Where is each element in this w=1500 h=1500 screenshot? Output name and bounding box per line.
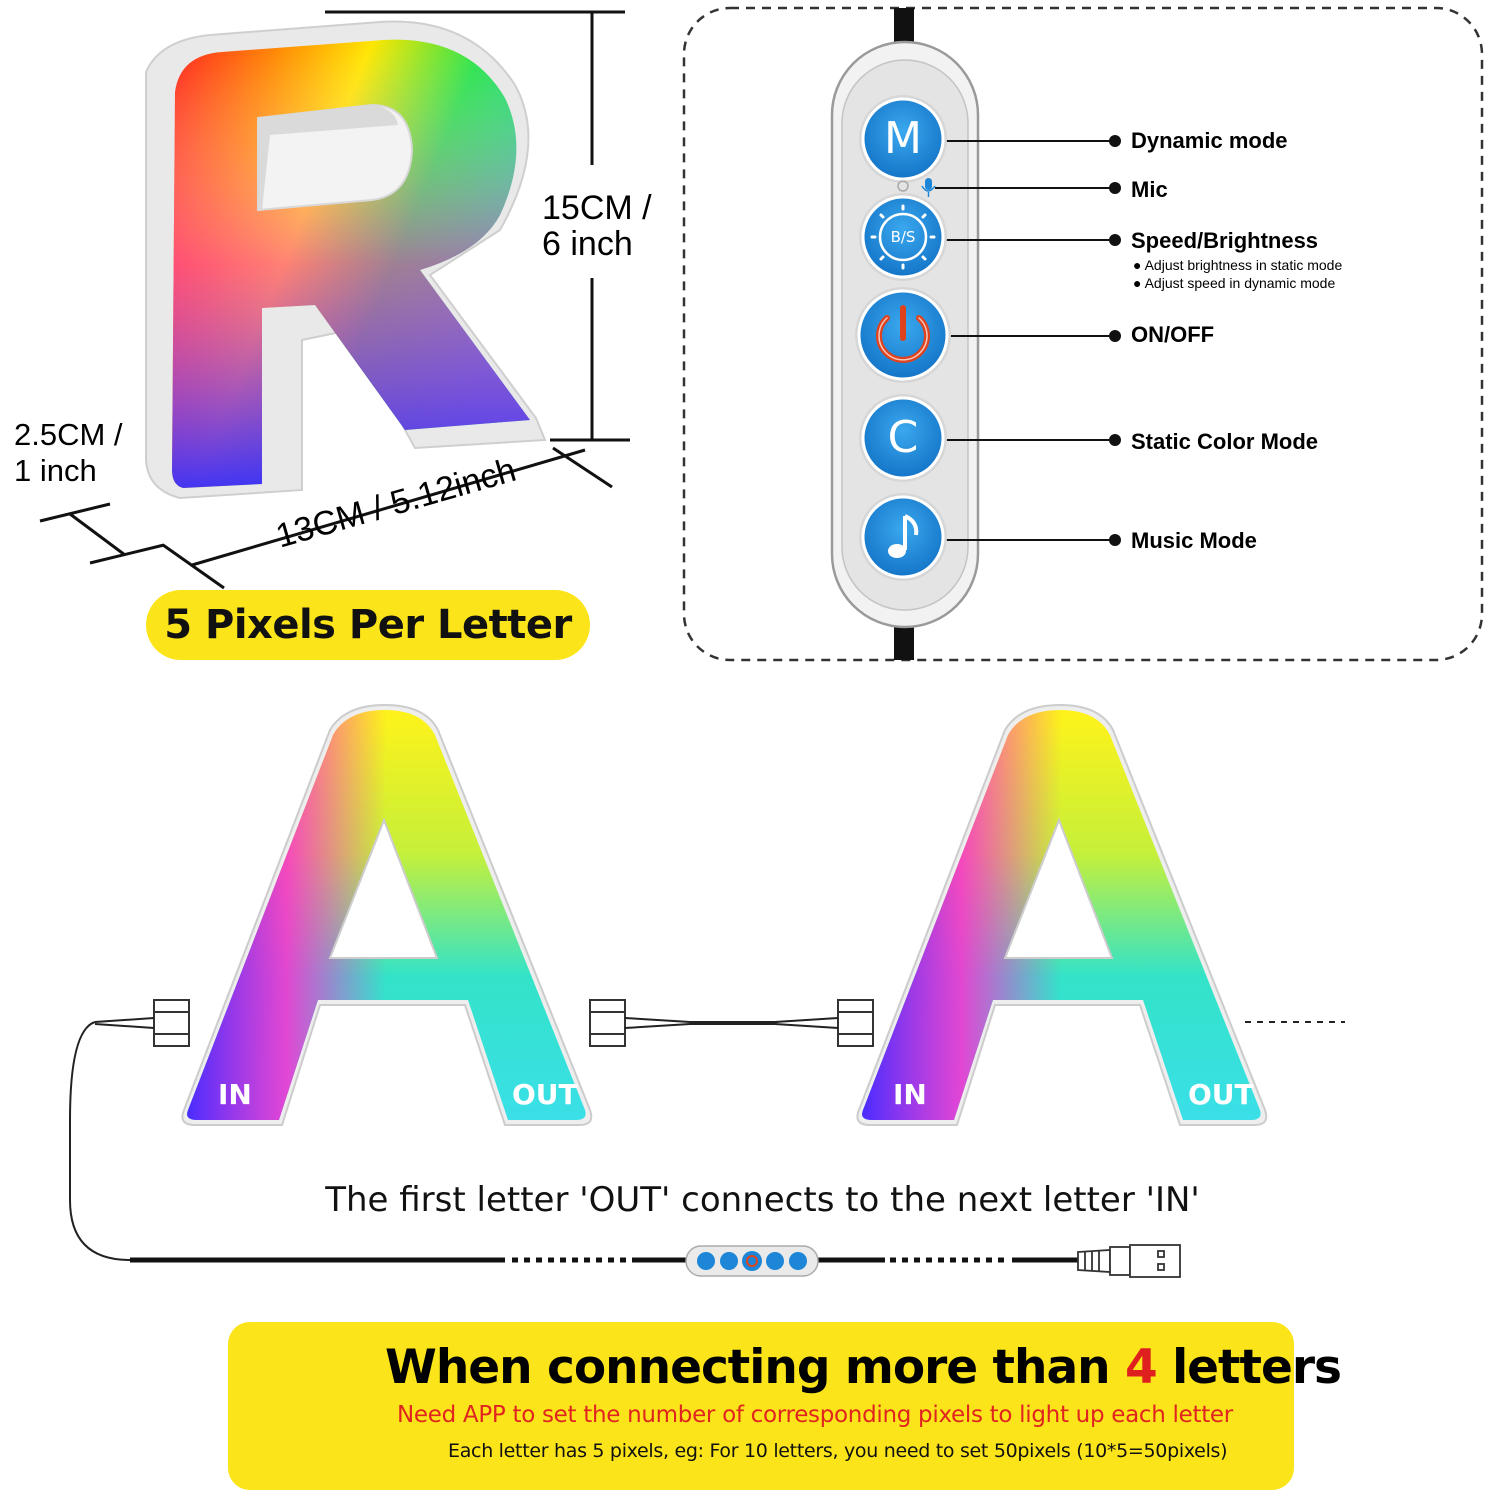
warning-title: When connecting more than 4 letters (385, 1340, 1342, 1395)
bs-button-glyph: B/S (890, 228, 916, 246)
mic-icon (921, 178, 936, 197)
m-button-glyph: M (884, 113, 922, 164)
out-label-right: OUT (1188, 1078, 1254, 1111)
warning-box (228, 1322, 1294, 1490)
c-button-glyph: C (887, 412, 919, 463)
warning-title-post: letters (1156, 1340, 1342, 1395)
label-mic: Mic (1131, 177, 1168, 202)
height-line2: 6 inch (542, 225, 633, 263)
c-button-graphic (859, 394, 947, 482)
m-button-graphic (859, 95, 947, 183)
bs-button-graphic (859, 193, 947, 281)
music-button-graphic (859, 493, 947, 581)
mini-controller (685, 1245, 819, 1277)
letter-a-right-graphic (856, 703, 1268, 1126)
connector-middle-out (589, 999, 626, 1047)
dimension-lines (39, 10, 630, 590)
letter-r-graphic (145, 20, 547, 500)
label-on-off: ON/OFF (1131, 322, 1215, 347)
warning-subtitle: Need APP to set the number of correspond… (397, 1402, 1233, 1428)
controller-frame (682, 6, 1484, 662)
connector-left (153, 999, 190, 1047)
height-dimension-label: 15CM / 6 inch (542, 190, 652, 262)
depth-dimension-label: 2.5CM / 1 inch (14, 417, 123, 489)
label-speed-brightness: Speed/Brightness (1131, 228, 1319, 253)
music-note-icon (888, 514, 919, 558)
note-speed: ● Adjust speed in dynamic mode (1133, 275, 1336, 291)
connector-middle-in (837, 999, 874, 1047)
out-label-left: OUT (512, 1078, 578, 1111)
label-music-mode: Music Mode (1131, 528, 1257, 553)
pixels-badge (146, 590, 590, 660)
connection-caption: The first letter 'OUT' connects to the n… (325, 1180, 1200, 1220)
warning-title-pre: When connecting more than (385, 1340, 1125, 1395)
in-label-left: IN (218, 1078, 252, 1111)
depth-line2: 1 inch (14, 453, 97, 488)
depth-line1: 2.5CM / (14, 417, 123, 452)
in-label-right: IN (893, 1078, 927, 1111)
warning-title-number: 4 (1125, 1340, 1158, 1395)
height-line1: 15CM / (542, 189, 652, 227)
letter-a-left-graphic (181, 703, 593, 1126)
note-brightness: ● Adjust brightness in static mode (1133, 257, 1343, 273)
power-button-graphic (855, 287, 951, 383)
pixels-badge-label: 5 Pixels Per Letter (164, 602, 572, 648)
label-dynamic-mode: Dynamic mode (1131, 128, 1288, 153)
wires (69, 1017, 839, 1261)
warning-note: Each letter has 5 pixels, eg: For 10 let… (448, 1440, 1228, 1462)
note-speed-text: Adjust speed in dynamic mode (1144, 275, 1336, 291)
note-brightness-text: Adjust brightness in static mode (1144, 257, 1343, 273)
usb-plug-icon (1077, 1244, 1181, 1278)
label-static-color-mode: Static Color Mode (1131, 429, 1319, 454)
leader-lines (935, 140, 1115, 541)
